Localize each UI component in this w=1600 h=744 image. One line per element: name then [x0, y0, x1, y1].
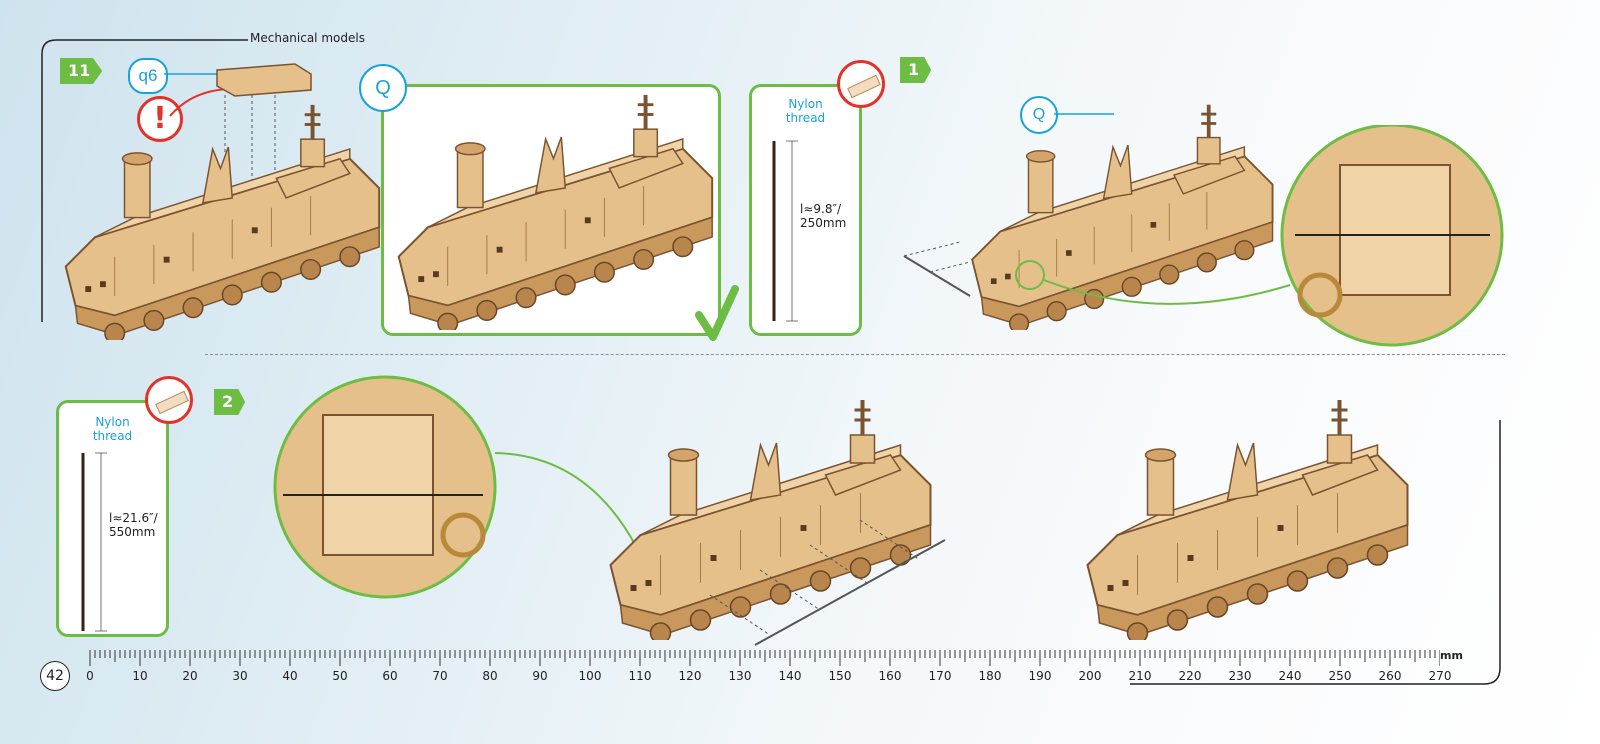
- section-title: Mechanical models: [250, 31, 365, 45]
- ruler-icon: [145, 376, 193, 424]
- thread-graphic: [81, 452, 107, 632]
- ruler-tick-label: 160: [878, 669, 902, 683]
- checkmark-icon: [695, 285, 739, 341]
- section-divider: [205, 354, 1505, 355]
- ruler-tick-label: 260: [1378, 669, 1402, 683]
- thread-title-line1: Nylon: [788, 97, 823, 111]
- ruler-tick-label: 190: [1028, 669, 1052, 683]
- thread-length-line2: 550mm: [109, 525, 156, 539]
- ruler-tick-label: 270: [1428, 669, 1452, 683]
- zoom-callout-step2: [273, 375, 700, 607]
- ruler-unit: mm: [1440, 649, 1463, 662]
- ruler-tick-label: 240: [1278, 669, 1302, 683]
- thread-graphic: [772, 140, 798, 322]
- ruler-tick-label: 60: [382, 669, 398, 683]
- ruler-tick-label: 70: [432, 669, 448, 683]
- step-badge-11: 11: [60, 58, 103, 84]
- step-badge-1: 1: [900, 57, 932, 83]
- part-q6-piece: [216, 63, 312, 97]
- step-badge-2: 2: [214, 389, 246, 415]
- ruler-tick-label: 250: [1328, 669, 1352, 683]
- ruler-tick-label: 220: [1178, 669, 1202, 683]
- thread-box-1: Nylon thread l≈9.8″/ 250mm: [749, 84, 862, 336]
- ruler-tick-label: 90: [532, 669, 548, 683]
- q-leader-line: [1054, 113, 1114, 115]
- ship-model-result: [396, 92, 715, 330]
- thread-guide-step2: [709, 519, 946, 646]
- ruler-icon: [837, 60, 885, 108]
- thread-title-line1: Nylon: [95, 415, 130, 429]
- ruler-tick-label: 10: [132, 669, 148, 683]
- ruler-tick-label: 80: [482, 669, 498, 683]
- measurement-ruler: [89, 650, 1440, 666]
- thread-guide-step1: [903, 241, 971, 297]
- ruler-tick-label: 200: [1078, 669, 1102, 683]
- thread-box-2: Nylon thread l≈21.6″/ 550mm: [56, 400, 169, 637]
- ruler-tick-label: 170: [928, 669, 952, 683]
- header-bracket: [41, 39, 248, 322]
- ruler-tick-label: 110: [628, 669, 652, 683]
- thread-title-line2: thread: [92, 429, 133, 443]
- ruler-tick-label: 30: [232, 669, 248, 683]
- ruler-tick-label: 150: [828, 669, 852, 683]
- ruler-tick-label: 140: [778, 669, 802, 683]
- page-number: 42: [40, 661, 70, 691]
- part-label-q6: q6: [128, 58, 168, 94]
- ruler-tick-label: 20: [182, 669, 198, 683]
- q6-leader-line: [164, 73, 224, 75]
- ruler-tick-label: 120: [678, 669, 702, 683]
- warning-icon: !: [137, 96, 183, 142]
- part-label-q: Q: [359, 64, 407, 112]
- ruler-tick-label: 210: [1128, 669, 1152, 683]
- ruler-tick-label: 100: [578, 669, 602, 683]
- thread-length-line1: l≈9.8″/: [800, 202, 841, 216]
- ruler-tick-label: 180: [978, 669, 1002, 683]
- ship-model-step11: [63, 102, 382, 340]
- zoom-callout-step1: [1015, 125, 1504, 347]
- thread-title-line2: thread: [785, 111, 826, 125]
- footer-bracket: [1130, 420, 1501, 685]
- part-label-q-small: Q: [1020, 96, 1058, 134]
- ruler-tick-label: 130: [728, 669, 752, 683]
- ruler-tick-label: 230: [1228, 669, 1252, 683]
- ruler-tick-label: 50: [332, 669, 348, 683]
- ruler-tick-label: 0: [86, 669, 94, 683]
- thread-length-line1: l≈21.6″/: [109, 511, 158, 525]
- exclamation-icon: !: [153, 101, 167, 136]
- thread-length-line2: 250mm: [800, 216, 847, 230]
- ruler-tick-label: 40: [282, 669, 298, 683]
